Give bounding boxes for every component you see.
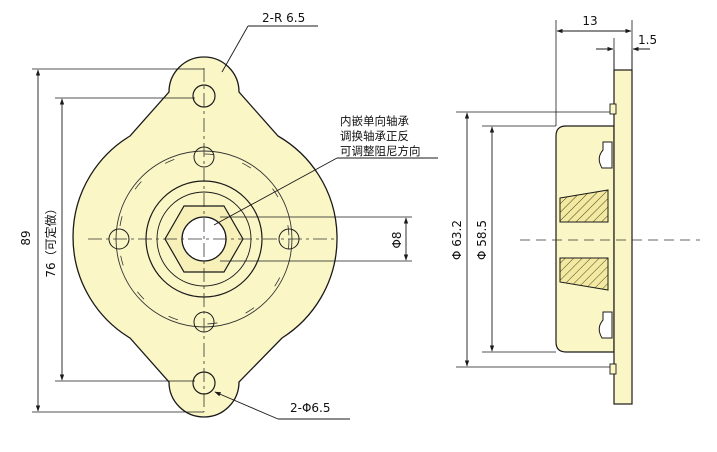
label-height-76: 76（可定做） — [43, 202, 58, 277]
note-line-3: 可调整阻尼方向 — [340, 144, 421, 158]
cup-body — [555, 125, 615, 353]
leader-bearing-note — [213, 157, 338, 226]
label-flange-1-5: 1.5 — [638, 33, 657, 47]
leader-hole — [214, 391, 279, 420]
note-line-1: 内嵌单向轴承 — [340, 114, 409, 128]
label-height-89: 89 — [19, 230, 33, 245]
side-view: Φ 63.2 Φ 58.5 13 1.5 — [450, 14, 700, 405]
leader-ear-radius — [221, 25, 249, 73]
pitch-circle — [118, 153, 290, 325]
hatch-lower — [559, 257, 609, 291]
clip-lower — [598, 311, 613, 339]
clip-upper — [598, 141, 613, 169]
flange-stud-top — [609, 103, 617, 115]
label-width-13: 13 — [582, 14, 597, 28]
front-view: 89 76（可定做） 2-R 6.5 2-Φ6.5 内嵌单向轴承 调换轴承正反 … — [19, 11, 438, 420]
flange-plate — [613, 69, 633, 405]
label-hole-dia: 2-Φ6.5 — [290, 401, 331, 415]
label-dia-63: Φ 63.2 — [450, 220, 464, 260]
note-line-2: 调换轴承正反 — [340, 129, 409, 143]
flange-stud-bottom — [609, 363, 617, 375]
hatch-upper — [559, 189, 609, 223]
label-ear-radius: 2-R 6.5 — [262, 11, 305, 25]
label-bore: Φ8 — [390, 231, 404, 248]
label-dia-58: Φ 58.5 — [475, 220, 489, 260]
